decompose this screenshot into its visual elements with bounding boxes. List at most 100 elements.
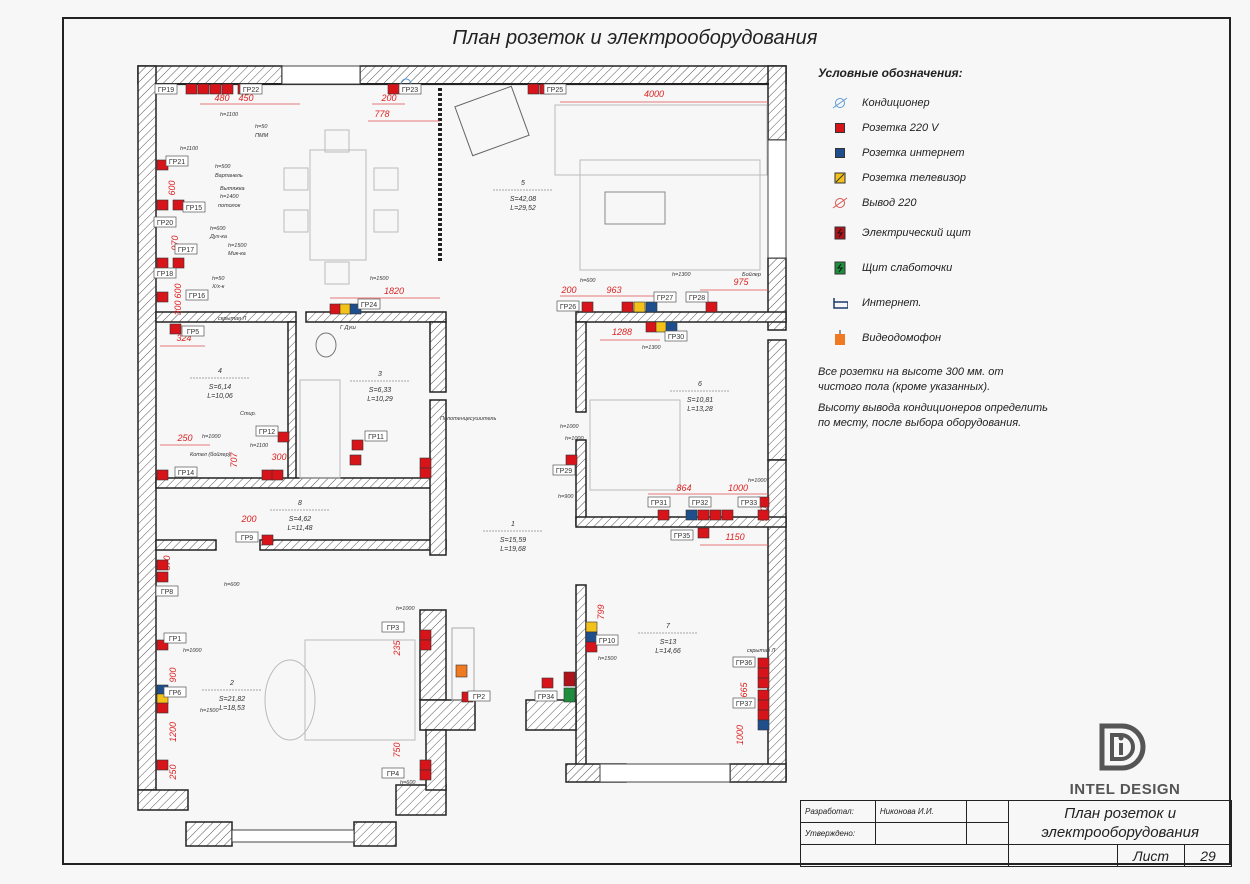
annotation-text: h=1500 [200,708,219,714]
socket-220-icon [541,677,554,689]
wall [429,399,447,556]
room-perimeter: L=19,68 [500,546,526,553]
group-label-box [364,430,388,442]
socket-220-icon [645,321,658,333]
group-label: ГР2 [473,694,485,701]
annotation-text: Дух-ка [209,234,227,240]
group-label-box [398,83,422,95]
room-area: S=13 [660,639,677,646]
developed-label: Разработал: [800,800,876,823]
socket-220-icon [757,677,770,689]
dimension-label: 4000 [644,89,664,99]
wall [575,439,587,526]
dimension-label: 200 [560,285,576,295]
group-label: ГР21 [169,159,185,166]
room-number: 2 [229,680,234,687]
annotation-text: Варпанель [215,173,243,179]
dimension-label: 480 [214,93,229,103]
annotation-text: скрытая Л [218,316,246,322]
wall [137,789,189,811]
annotation-text: h=1100 [250,443,269,449]
legend-item: Кондиционер [818,90,1048,115]
group-label-box [653,291,677,303]
legend-item: Вывод 220 [818,190,1048,215]
legend-item: Видеодомофон [818,320,1048,355]
group-label-box [155,585,179,597]
signature-cell [965,800,1010,823]
legend-item: Электрический щит [818,215,1048,250]
dimension-label: 975 [733,277,749,287]
socket-220-icon [419,629,432,641]
room-labels: 5S=42,08L=29,524S=6,14L=10,063S=6,33L=10… [190,180,730,712]
group-label: ГР27 [657,295,673,302]
room-number: 8 [298,500,302,507]
group-label: ГР18 [157,271,173,278]
legend-header: Условные обозначения: [818,66,963,80]
armchair [454,85,530,157]
group-label: ГР30 [668,334,684,341]
chair [373,167,399,191]
dimension-label: 1000 [735,725,745,745]
annotation-text: h=1300 [672,272,691,278]
socket-220-icon [387,83,400,95]
group-label-box [255,425,279,437]
room-area: S=6,14 [209,384,231,391]
chair [324,129,350,153]
dimension-label: 1200 [168,722,178,742]
page-title: План розеток и электрооборудования [452,27,818,49]
room-number: 3 [378,371,382,378]
socket-220-icon [172,199,185,211]
dimension-label: 235 [392,640,402,657]
group-label-box [647,496,671,508]
annotation-text: h=600 [580,278,596,284]
legend-label: Интернет. [862,296,922,309]
dimension-label: 778 [374,109,389,119]
socket-tv-icon [633,301,646,313]
socket-tv-icon [655,321,668,333]
group-label-box [185,289,209,301]
chair [283,167,309,191]
dimension-label: 963 [606,285,621,295]
socket-tv-icon [339,303,352,315]
group-label-box [165,155,189,167]
group-label: ГР23 [402,87,418,94]
chair [283,209,309,233]
socket-220-icon [156,559,169,571]
annotation-text: Вытяжка [220,186,245,192]
annotation-text: Бойлер [742,271,761,278]
legend-note-ac: Высоту вывода кондиционеров определить п… [818,402,1048,429]
group-label: ГР19 [158,87,174,94]
approved-signature-cell [965,822,1010,845]
empty-cell [799,844,1010,867]
socket-220-icon [156,199,169,211]
room-number: 4 [218,368,222,375]
group-label: ГР24 [361,302,377,309]
socket-internet-icon [757,719,770,731]
group-label-box [670,529,694,541]
room-perimeter: L=11,48 [288,525,313,532]
outlet-220-icon [832,196,848,210]
wall [305,311,447,323]
drawing-title: План розеток и электрооборудования [1008,800,1232,845]
room-perimeter: L=10,29 [367,396,393,403]
approved-label: Утверждено: [800,822,876,845]
dimension-label: 1820 [384,286,404,296]
socket-220-icon [757,509,770,521]
group-label: ГР6 [169,690,181,697]
annotation-text: скрытая Л [747,648,775,654]
sheet-label: Лист [1117,844,1186,867]
room-area: S=21,82 [219,696,245,703]
annotation-text: Х/х-к [211,284,225,290]
socket-220-icon [156,291,169,303]
legend-label: Розетка интернет [862,146,965,159]
annotations: h=1100h=50ПММh=1100h=500ВарпанельВытяжка… [180,112,775,786]
empty-cell [1008,844,1119,867]
wall [259,539,447,551]
legend-label: Электрический щит [862,226,971,239]
dimension-label: 1150 [725,532,744,542]
group-label-box [163,686,187,698]
group-label: ГР29 [556,468,572,475]
group-label-box [685,291,709,303]
socket-220-icon [697,509,710,521]
